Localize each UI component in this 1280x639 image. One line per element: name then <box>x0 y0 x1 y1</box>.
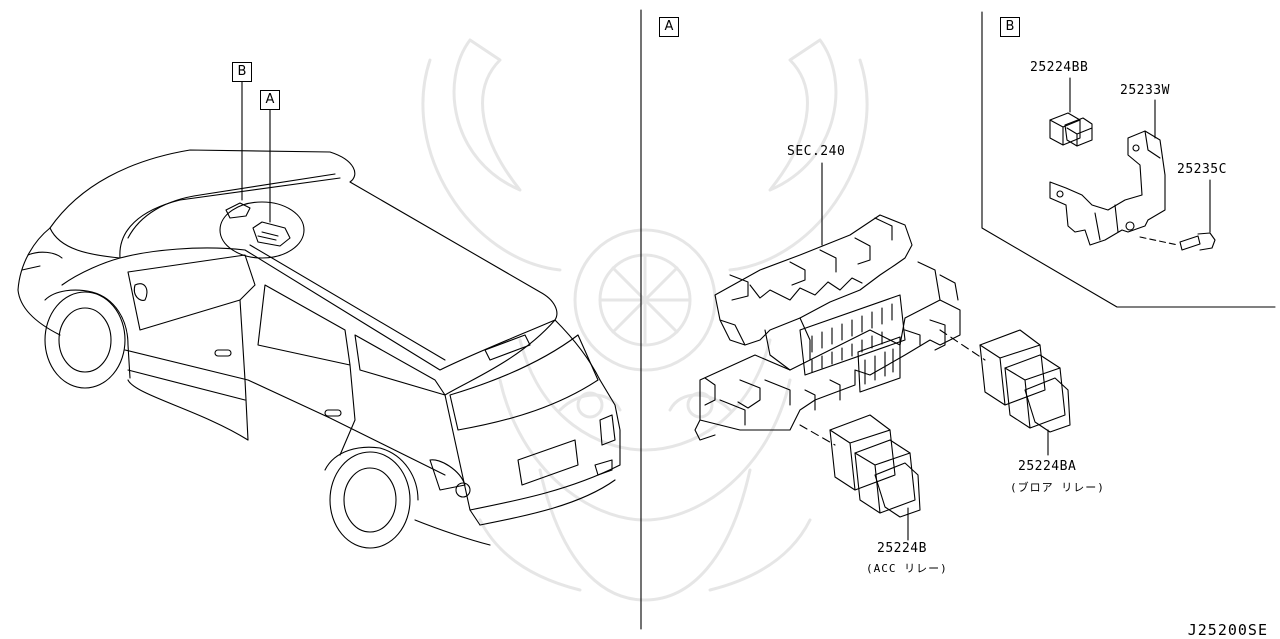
label-25224b: 25224B <box>877 541 927 556</box>
label-25235c: 25235C <box>1177 162 1227 177</box>
panel-a-label: A <box>659 17 679 37</box>
label-sec-240: SEC.240 <box>787 144 846 159</box>
fuse-slots <box>799 294 906 393</box>
relay-25224ba-drawing <box>979 329 1071 433</box>
label-25224ba: 25224BA <box>1018 459 1077 474</box>
label-25224b-note: (ACC リレー) <box>866 562 948 575</box>
label-25224ba-note: (ブロア リレー) <box>1010 481 1105 494</box>
fuse-block-drawing <box>694 214 961 441</box>
vehicle-drawing <box>17 149 621 549</box>
callout-box-b-vehicle: B <box>232 62 252 82</box>
label-25224bb: 25224BB <box>1030 60 1089 75</box>
relay-25224b-drawing <box>829 414 921 518</box>
bracket-25233w-drawing <box>1049 130 1166 246</box>
watermark-logo <box>421 38 869 602</box>
callout-box-a-vehicle: A <box>260 90 280 110</box>
relay-25224bb-drawing <box>1049 112 1093 147</box>
bolt-25235c-drawing <box>1139 232 1216 251</box>
inset-b-border <box>981 11 1276 308</box>
diagram-code: J25200SE <box>1187 621 1268 639</box>
panel-b-label: B <box>1000 17 1020 37</box>
label-25233w: 25233W <box>1120 83 1170 98</box>
install-dashes <box>799 329 986 446</box>
